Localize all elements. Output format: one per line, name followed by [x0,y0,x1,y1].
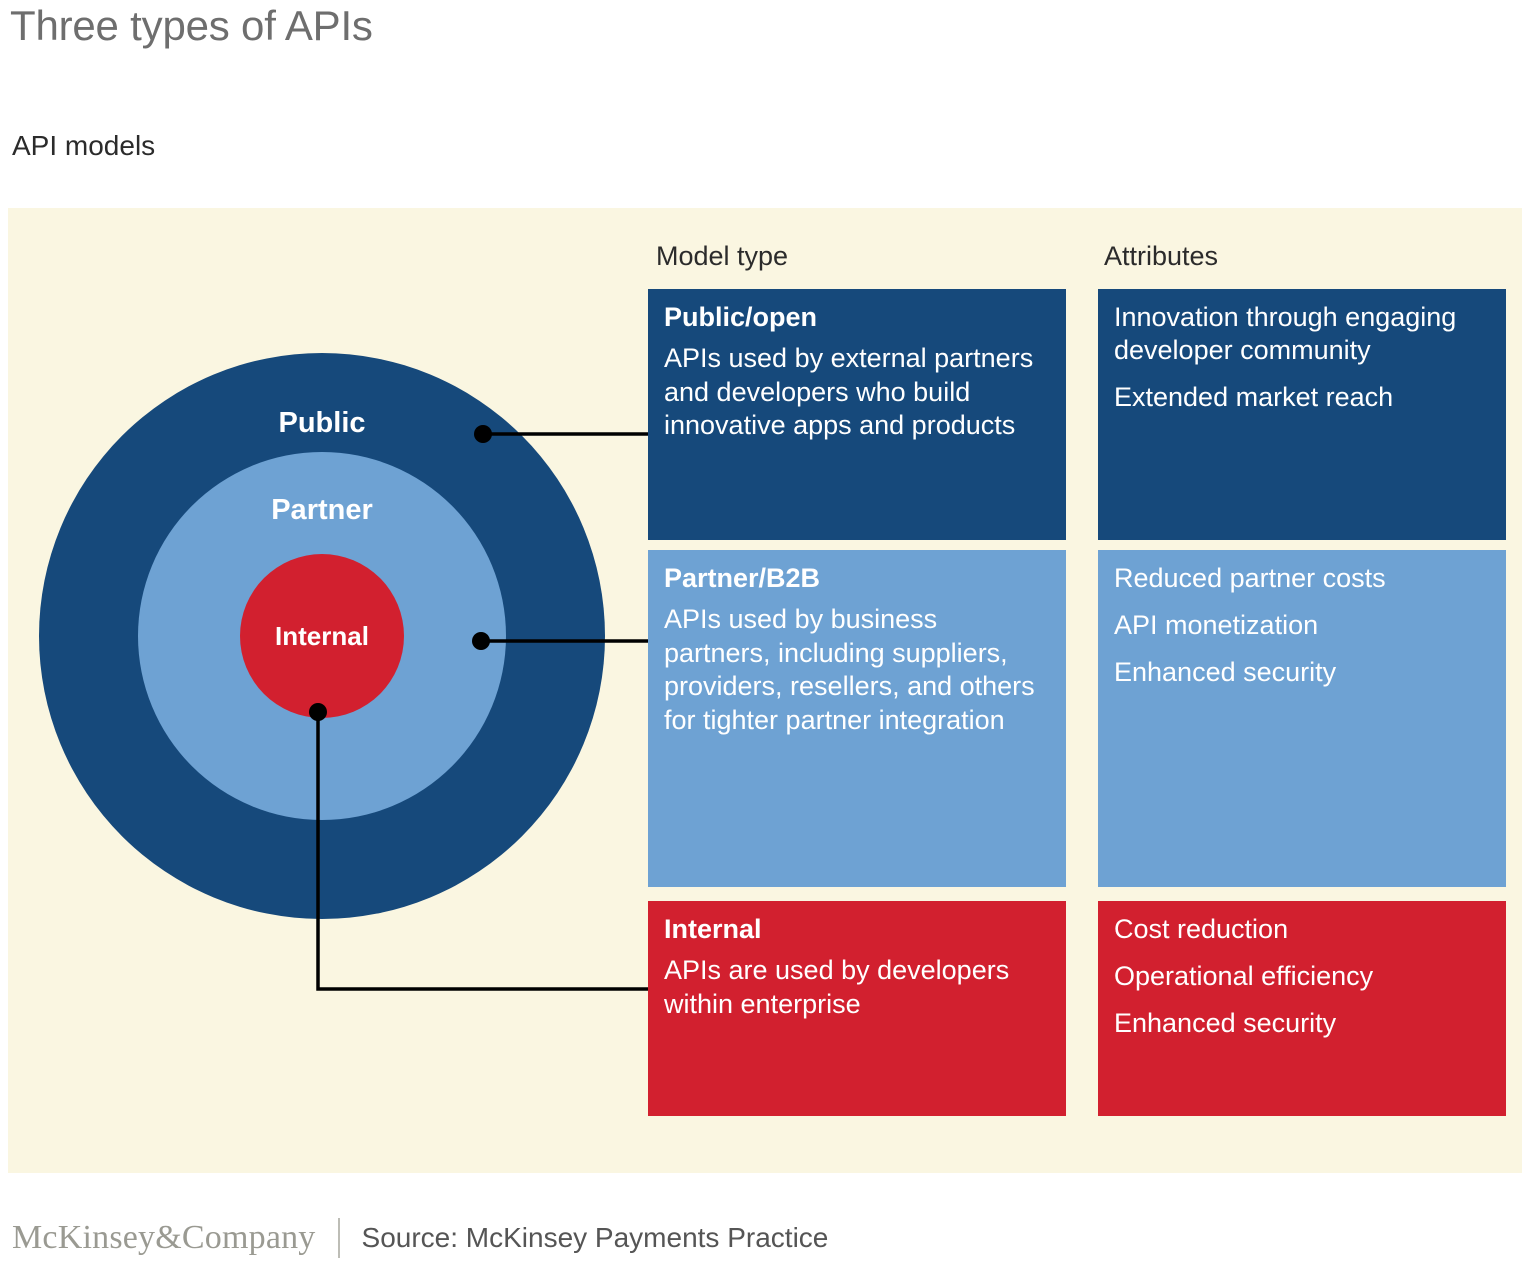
model-card-public-body: APIs used by external partners and devel… [664,342,1034,441]
footer-divider [337,1218,340,1258]
column-header-model-type: Model type [656,241,789,271]
attribute-item: Enhanced security [1114,656,1337,687]
attribute-item: Enhanced security [1114,1007,1337,1038]
diagram-panel: Public Partner Internal Model type Attri… [8,208,1522,1173]
attributes-card-internal[interactable]: Cost reduction Operational efficiency En… [1098,901,1506,1116]
attribute-item: Innovation through engaging developer co… [1114,302,1457,365]
chart-subtitle: API models [12,130,156,161]
attribute-item: Extended market reach [1114,381,1394,412]
concentric-circles-diagram: Public Partner Internal [31,345,611,925]
page-title: Three types of APIs [10,2,373,49]
model-card-public-title: Public/open [664,302,818,332]
model-card-partner-body: APIs used by business partners, includin… [664,603,1035,736]
footer: McKinsey&Company Source: McKinsey Paymen… [12,1216,828,1260]
mckinsey-logo: McKinsey&Company [12,1219,316,1256]
column-header-attributes: Attributes [1104,241,1219,271]
ring-partner-label: Partner [271,494,373,526]
attribute-item: Reduced partner costs [1114,563,1386,593]
source-note: Source: McKinsey Payments Practice [361,1222,829,1253]
ring-internal-label: Internal [275,621,369,651]
model-card-internal-body: APIs are used by developers within enter… [664,954,1010,1019]
model-card-internal[interactable]: Internal APIs are used by developers wit… [648,901,1066,1116]
model-card-partner[interactable]: Partner/B2B APIs used by business partne… [648,550,1066,887]
attributes-card-partner[interactable]: Reduced partner costs API monetization E… [1098,550,1506,887]
attribute-item: API monetization [1114,609,1319,640]
attribute-item: Operational efficiency [1114,960,1374,991]
model-card-partner-title: Partner/B2B [664,563,821,593]
attribute-item: Cost reduction [1114,914,1289,944]
model-card-public[interactable]: Public/open APIs used by external partne… [648,289,1066,540]
model-card-internal-title: Internal [664,914,762,944]
attributes-card-public[interactable]: Innovation through engaging developer co… [1098,289,1506,540]
ring-public-label: Public [278,407,366,439]
ring-internal[interactable]: Internal [240,554,404,718]
